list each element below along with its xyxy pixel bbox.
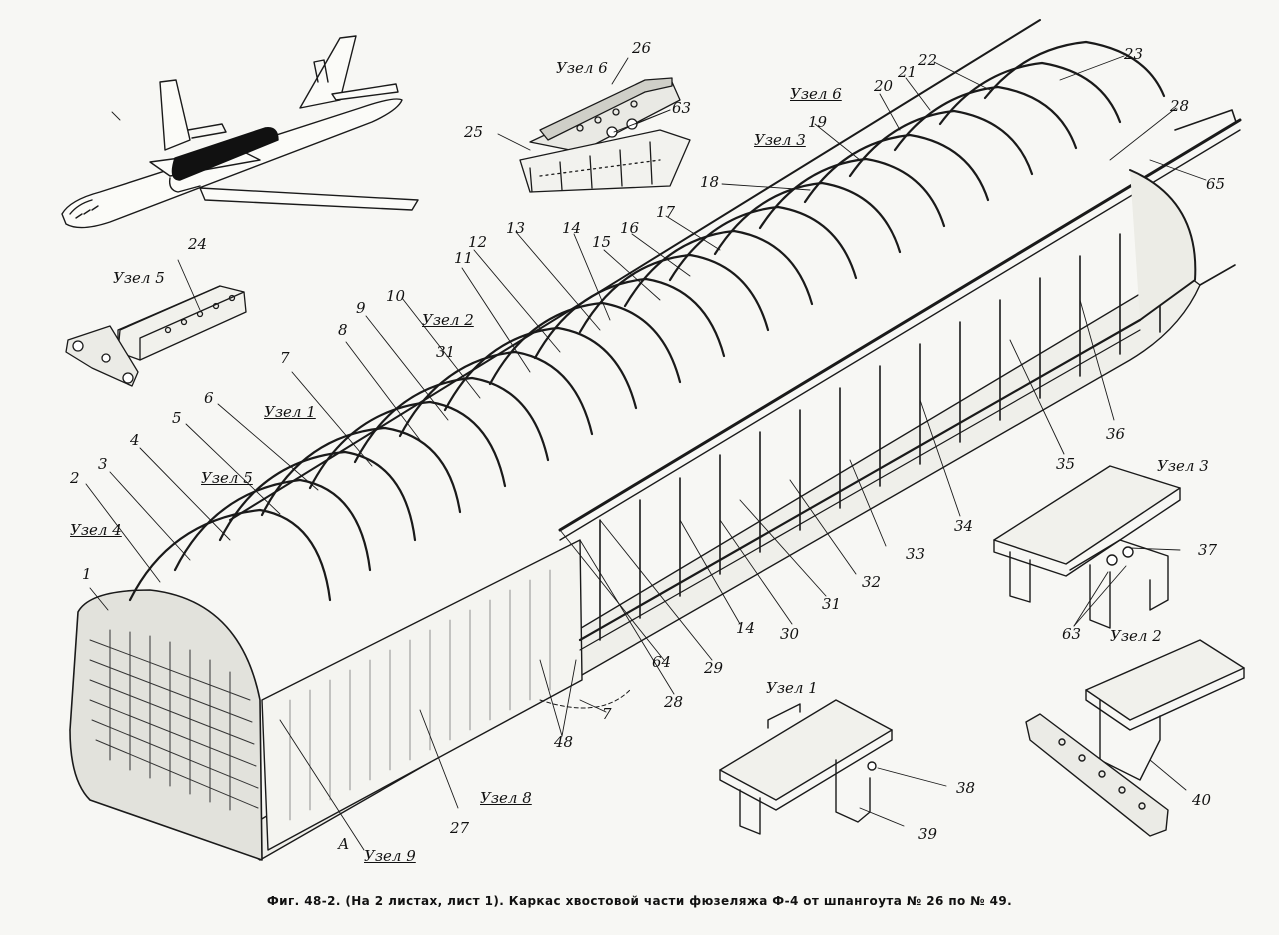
callout-26: 26 — [632, 39, 652, 57]
node-1-detail-drawing — [719, 699, 893, 835]
aircraft-thumbnail — [61, 35, 419, 229]
callout-7-cut: 7 — [602, 705, 612, 723]
node-3-detail-drawing — [993, 465, 1181, 629]
node-5-detail-drawing — [65, 285, 247, 387]
callout-14-bottom: 14 — [736, 619, 756, 637]
callout-63-bottom: 63 — [1062, 625, 1082, 643]
callout-40: 40 — [1192, 791, 1212, 809]
callout-9: 9 — [356, 299, 366, 317]
node-4-label: Узел 4 — [70, 521, 122, 539]
node-5-main-label: Узел 5 — [201, 469, 253, 487]
node-2-detail-drawing — [1025, 639, 1245, 837]
node-9-label: Узел 9 — [364, 847, 416, 865]
node-6-detail-label: Узел 6 — [556, 59, 608, 77]
section-a-label: А — [338, 835, 350, 853]
callout-32: 32 — [862, 573, 882, 591]
callout-48: 48 — [554, 733, 574, 751]
callout-34: 34 — [954, 517, 974, 535]
callout-18: 18 — [700, 173, 720, 191]
callout-20: 20 — [874, 77, 894, 95]
callout-63-top: 63 — [672, 99, 692, 117]
callout-14-top: 14 — [562, 219, 582, 237]
callout-24: 24 — [188, 235, 208, 253]
callout-12: 12 — [468, 233, 488, 251]
callout-6: 6 — [204, 389, 214, 407]
callout-64: 64 — [652, 653, 672, 671]
node-2-main-label: Узел 2 — [422, 311, 474, 329]
callout-21: 21 — [898, 63, 918, 81]
callout-11: 11 — [454, 249, 474, 267]
callout-30: 30 — [780, 625, 800, 643]
callout-16: 16 — [620, 219, 640, 237]
callout-65: 65 — [1206, 175, 1226, 193]
node-3-main-label: Узел 3 — [754, 131, 806, 149]
callout-29: 29 — [704, 659, 724, 677]
node-6-main-label: Узел 6 — [790, 85, 842, 103]
callout-19: 19 — [808, 113, 828, 131]
callout-1: 1 — [82, 565, 92, 583]
node-1-main-label: Узел 1 — [264, 403, 316, 421]
callout-15: 15 — [592, 233, 612, 251]
callout-3: 3 — [98, 455, 108, 473]
callout-33: 33 — [906, 545, 926, 563]
callout-31-bottom: 31 — [822, 595, 842, 613]
callout-4: 4 — [130, 431, 140, 449]
callout-38: 38 — [956, 779, 976, 797]
callout-17: 17 — [656, 203, 676, 221]
callout-37: 37 — [1198, 541, 1218, 559]
fuselage-main-frame — [69, 19, 1242, 861]
callout-7: 7 — [280, 349, 290, 367]
callout-23: 23 — [1124, 45, 1144, 63]
figure-caption: Фиг. 48-2. (На 2 листах, лист 1). Каркас… — [266, 894, 1013, 908]
callout-13: 13 — [506, 219, 526, 237]
node-3-detail-label: Узел 3 — [1157, 457, 1209, 475]
node-2-detail-label: Узел 2 — [1110, 627, 1162, 645]
node-8-label: Узел 8 — [480, 789, 532, 807]
callout-2: 2 — [70, 469, 80, 487]
callout-28-top: 28 — [1170, 97, 1190, 115]
node-5-detail-label: Узел 5 — [113, 269, 165, 287]
callout-28-bottom: 28 — [664, 693, 684, 711]
callout-31-top: 31 — [436, 343, 456, 361]
callout-10: 10 — [386, 287, 406, 305]
callout-5: 5 — [172, 409, 182, 427]
callout-8: 8 — [338, 321, 348, 339]
callout-27: 27 — [450, 819, 470, 837]
callout-35: 35 — [1056, 455, 1076, 473]
callout-25: 25 — [464, 123, 484, 141]
callout-39: 39 — [918, 825, 938, 843]
node-1-detail-label: Узел 1 — [766, 679, 818, 697]
callout-36: 36 — [1106, 425, 1126, 443]
callout-22: 22 — [918, 51, 938, 69]
callout-leaders — [85, 55, 1207, 851]
node-6-detail-drawing — [519, 77, 691, 193]
